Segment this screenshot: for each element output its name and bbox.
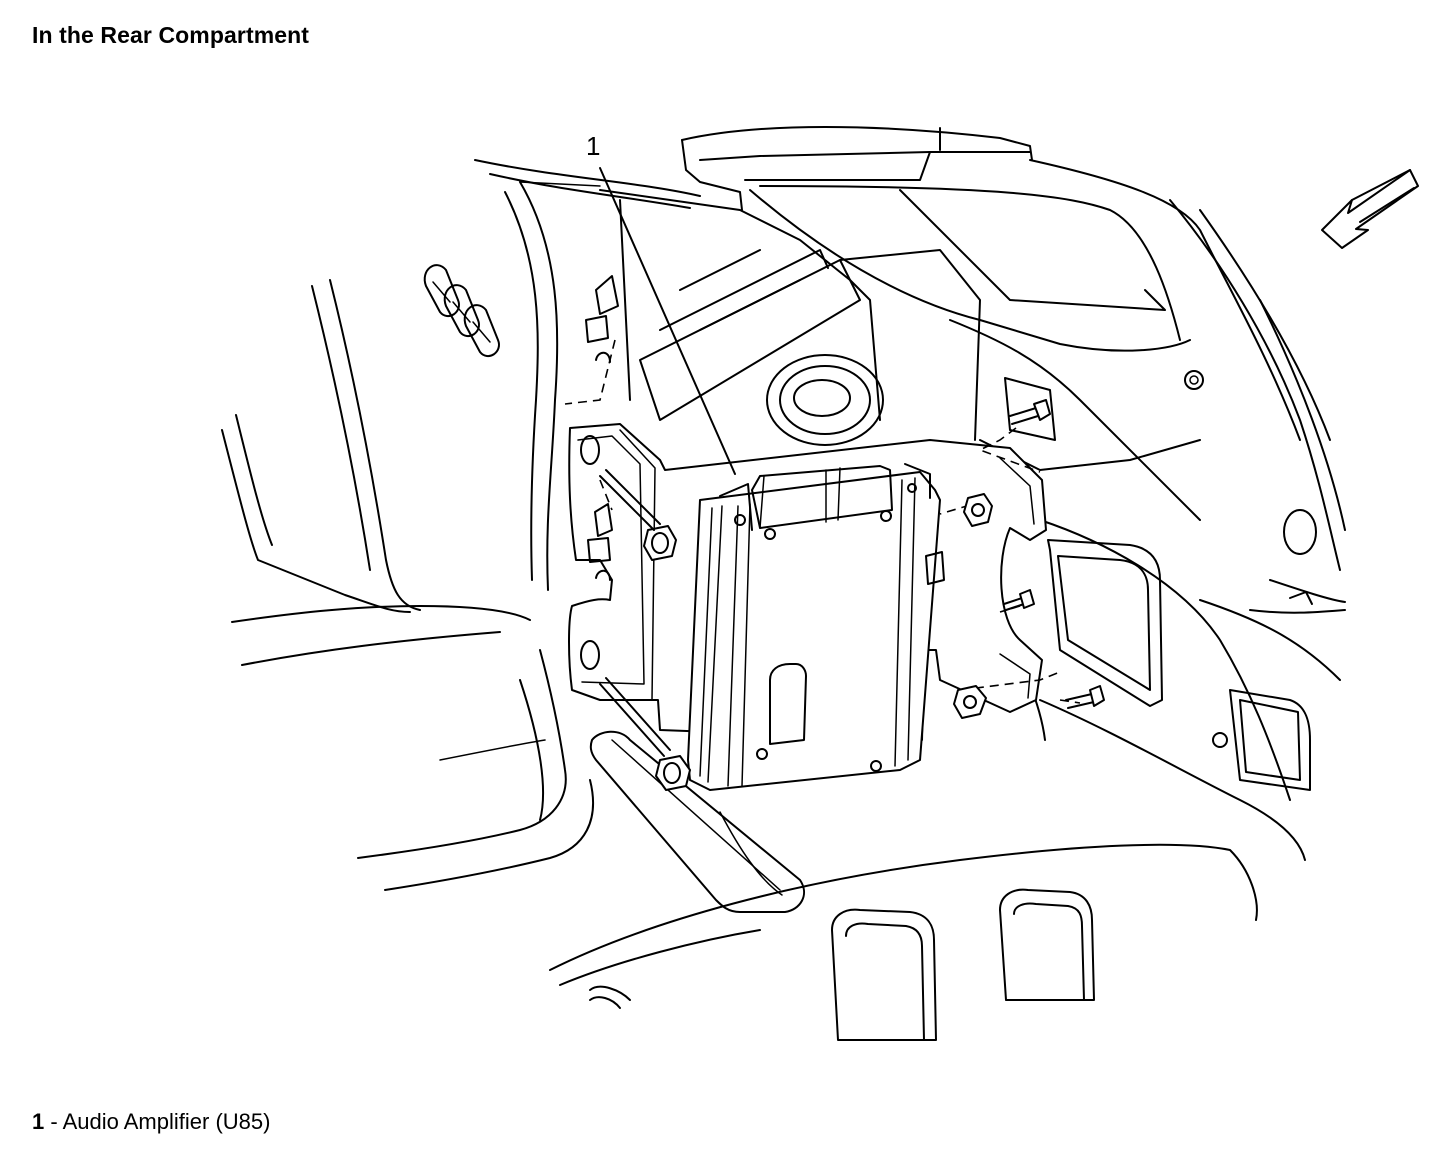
rear-shelf-structure — [681, 126, 1346, 571]
direction-arrow-icon — [1321, 169, 1419, 249]
legend-separator: - — [44, 1109, 63, 1134]
stud-icon — [1065, 685, 1105, 709]
right-side-wall — [999, 370, 1346, 861]
left-trim-panel — [221, 159, 701, 891]
trim-panel-slots — [423, 264, 500, 358]
legend-number: 1 — [32, 1109, 45, 1134]
trunk-floor — [549, 730, 1258, 1041]
stud-icon — [1003, 589, 1035, 611]
callout-leader-1 — [599, 167, 736, 475]
stud-icon — [1009, 399, 1051, 425]
bolt-icon — [599, 469, 677, 561]
bolt-icon — [599, 677, 691, 791]
legend-item-1: 1 - Audio Amplifier (U85) — [32, 1109, 270, 1135]
page-title: In the Rear Compartment — [32, 22, 310, 48]
callout-number-1: 1 — [586, 131, 601, 161]
legend-label: Audio Amplifier (U85) — [62, 1109, 271, 1134]
fasteners — [599, 399, 1105, 791]
speaker-opening — [766, 354, 884, 446]
audio-amplifier — [687, 463, 945, 791]
nut-icon — [953, 685, 987, 719]
nut-icon — [963, 493, 993, 527]
